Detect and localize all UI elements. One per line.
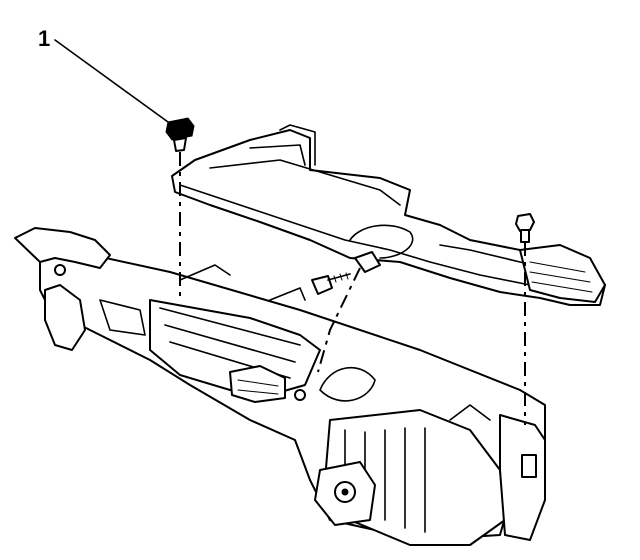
bolt-fastener-right <box>515 213 535 243</box>
instrument-panel-carrier <box>14 227 546 546</box>
push-pin-fastener <box>165 117 195 152</box>
air-distribution-duct <box>171 124 606 306</box>
alignment-line-center <box>317 267 361 373</box>
callout-leader-line-1 <box>54 39 169 123</box>
callout-number-1: 1 <box>38 26 50 51</box>
screw-fastener-center <box>311 272 351 295</box>
